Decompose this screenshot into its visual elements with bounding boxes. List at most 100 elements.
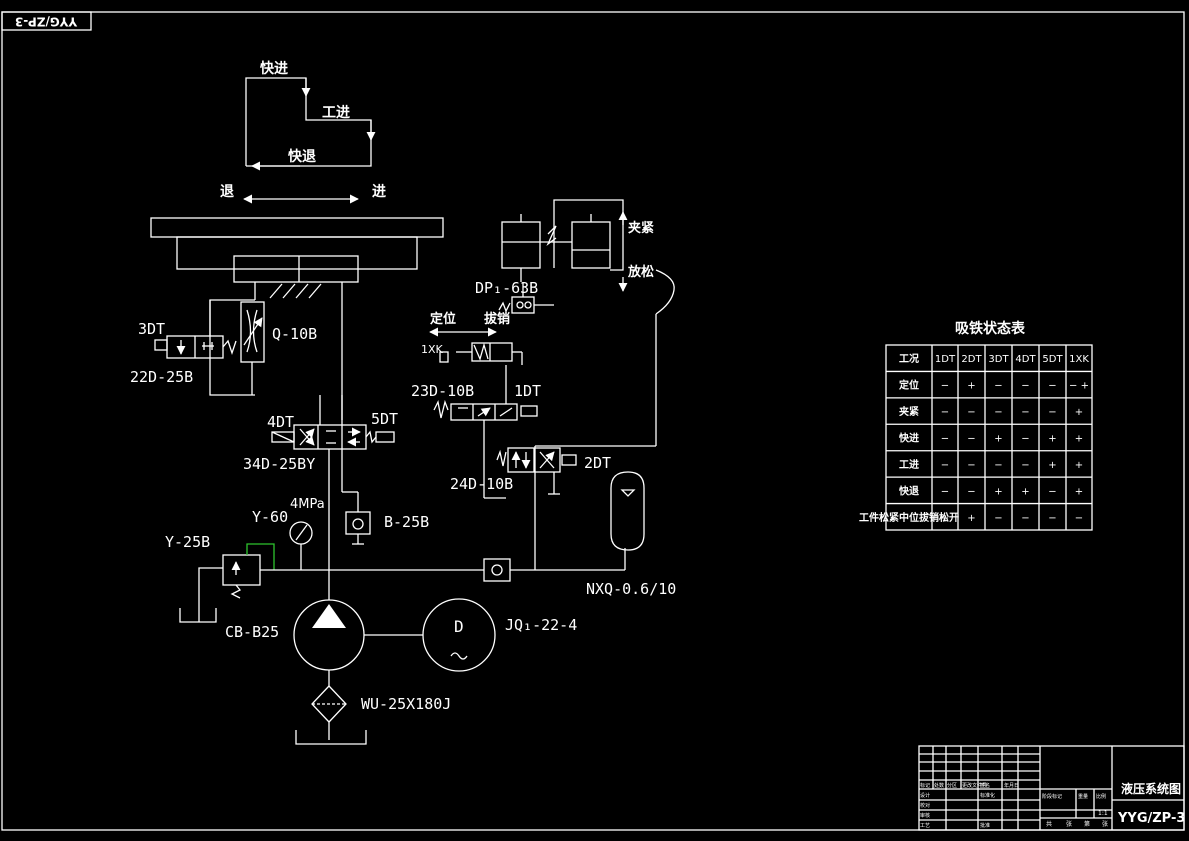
table-cell: − xyxy=(1048,381,1056,392)
directional-valve-34d: 4DT 5DT 34D-25BY xyxy=(243,395,398,570)
table-cell: + xyxy=(1075,460,1083,471)
title-label-date: 年月日 xyxy=(1004,782,1019,789)
pump-motor-filter: CB-B25 D JQ₁-22-4 WU-25X180J xyxy=(225,570,577,745)
back-pressure-valve: B-25B xyxy=(345,511,429,545)
title-label-std: 标准化 xyxy=(980,792,995,799)
table-cell: 工进 xyxy=(899,458,919,471)
table-cell: + xyxy=(994,434,1002,445)
dt4-label: 4DT xyxy=(267,413,294,431)
title-label-zone: 分区 xyxy=(947,782,957,789)
label-retreat: 退 xyxy=(220,184,234,200)
table-cell: − xyxy=(994,513,1002,524)
title-label-count: 处数 xyxy=(934,782,944,789)
title-label-no: 第 xyxy=(1084,820,1090,828)
motor-letter: D xyxy=(454,617,464,636)
table-header-cell: 5DT xyxy=(1042,354,1063,365)
xk1-label: 1XK xyxy=(421,343,444,356)
table-cell: + xyxy=(1021,486,1029,497)
label-work-feed: 工进 xyxy=(322,105,350,121)
table-cell: + xyxy=(1075,407,1083,418)
table-cell: − xyxy=(1075,513,1083,524)
table-cell: − xyxy=(1048,513,1056,524)
table-cell: − xyxy=(1048,486,1056,497)
table-cell: 夹紧 xyxy=(899,405,919,418)
drawing-border xyxy=(1,11,1185,831)
table-cell: − xyxy=(941,381,949,392)
table-header-cell: 4DT xyxy=(1015,354,1036,365)
gauge-relief: Y-60 4MPa Y-25B xyxy=(165,497,329,623)
table-cell: − xyxy=(1021,460,1029,471)
table-cell: − xyxy=(941,407,949,418)
title-label-review: 审核 xyxy=(920,812,930,819)
title-label-process: 工艺 xyxy=(920,823,930,829)
v24d-label: 24D-10B xyxy=(450,475,513,493)
dt1-label: 1DT xyxy=(514,382,541,400)
flow-valve-group: Q-10B 3DT 22D-25B xyxy=(130,299,317,396)
table-cell: − xyxy=(1048,407,1056,418)
table-header-cell: 1XK xyxy=(1069,354,1089,365)
title-label-total: 共 xyxy=(1046,820,1052,828)
title-block: 标记 处数 分区 更改文件号 签名 年月日 设计 标准化 校对 审核 工艺 批准… xyxy=(918,745,1185,831)
table-cell: + xyxy=(994,486,1002,497)
cycle-diagram: 快进 工进 快退 退 进 xyxy=(220,60,386,204)
jq-label: JQ₁-22-4 xyxy=(505,616,577,634)
v23d-label: 23D-10B xyxy=(411,382,474,400)
table-cell: + xyxy=(967,381,975,392)
pressure-relay: DP₁-63B xyxy=(475,279,554,314)
dt3-label: 3DT xyxy=(138,320,165,338)
dt5-label: 5DT xyxy=(371,410,398,428)
clamp-cylinders: 夹紧 放松 xyxy=(501,199,675,446)
v34d-label: 34D-25BY xyxy=(243,455,315,473)
title-label-sign: 签名 xyxy=(980,782,990,789)
table-cell: − xyxy=(941,486,949,497)
table-cell: − xyxy=(967,486,975,497)
table-cell: − xyxy=(1021,434,1029,445)
rotated-code-box: YYG/ZP-3 xyxy=(1,11,92,31)
label-fast-forward: 快进 xyxy=(260,60,288,77)
table-cell: − xyxy=(1021,513,1029,524)
table-cell: 定位 xyxy=(899,379,919,392)
table-cell: − xyxy=(967,460,975,471)
table-header-cell: 1DT xyxy=(935,354,956,365)
table-cell: − + xyxy=(1069,381,1089,392)
table-cell: + xyxy=(1075,434,1083,445)
nxq-label: NXQ-0.6/10 xyxy=(586,580,676,598)
y25b-label: Y-25B xyxy=(165,533,210,551)
title-label-check: 校对 xyxy=(920,802,930,809)
y60-label: Y-60 xyxy=(252,508,288,526)
dp-label: DP₁-63B xyxy=(475,279,538,297)
title-label-sheets1: 张 xyxy=(1066,820,1072,828)
supply-line: NXQ-0.6/10 xyxy=(329,446,676,598)
cbb25-label: CB-B25 xyxy=(225,623,279,641)
label-advance: 进 xyxy=(372,184,386,200)
v22d-label: 22D-25B xyxy=(130,368,193,386)
table-cell: − xyxy=(1021,407,1029,418)
rotated-code-text: YYG/ZP-3 xyxy=(15,15,78,29)
valve-23d: 23D-10B 1DT xyxy=(411,365,541,499)
q10b-label: Q-10B xyxy=(272,325,317,343)
table-cell: − xyxy=(941,460,949,471)
title-label-sheets2: 张 xyxy=(1102,820,1108,828)
table-cell: + xyxy=(941,513,949,524)
title-label-stage: 阶段标记 xyxy=(1042,793,1062,800)
title-label-design: 设计 xyxy=(920,792,930,799)
title-label-approve: 批准 xyxy=(980,822,990,829)
drawing-code: YYG/ZP-3 xyxy=(1117,811,1185,826)
table-cell: + xyxy=(1048,460,1056,471)
table-cell: + xyxy=(1075,486,1083,497)
table-cell: − xyxy=(967,407,975,418)
table-cell: 快进 xyxy=(898,432,919,445)
table-cell: − xyxy=(994,407,1002,418)
title-scale-value: 1:1 xyxy=(1098,810,1108,817)
title-label-change: 更改文件号 xyxy=(962,782,987,789)
clamp-label: 夹紧 xyxy=(628,220,654,236)
wu-label: WU-25X180J xyxy=(361,695,451,713)
table-cell: − xyxy=(994,460,1002,471)
mpa-label: 4MPa xyxy=(290,497,325,512)
table-cell: − xyxy=(967,434,975,445)
table-cell: 工件松紧中位拔销松开 xyxy=(859,511,959,524)
locate-label: 定位 xyxy=(429,311,456,327)
b25b-label: B-25B xyxy=(384,513,429,531)
table-cell: + xyxy=(967,513,975,524)
